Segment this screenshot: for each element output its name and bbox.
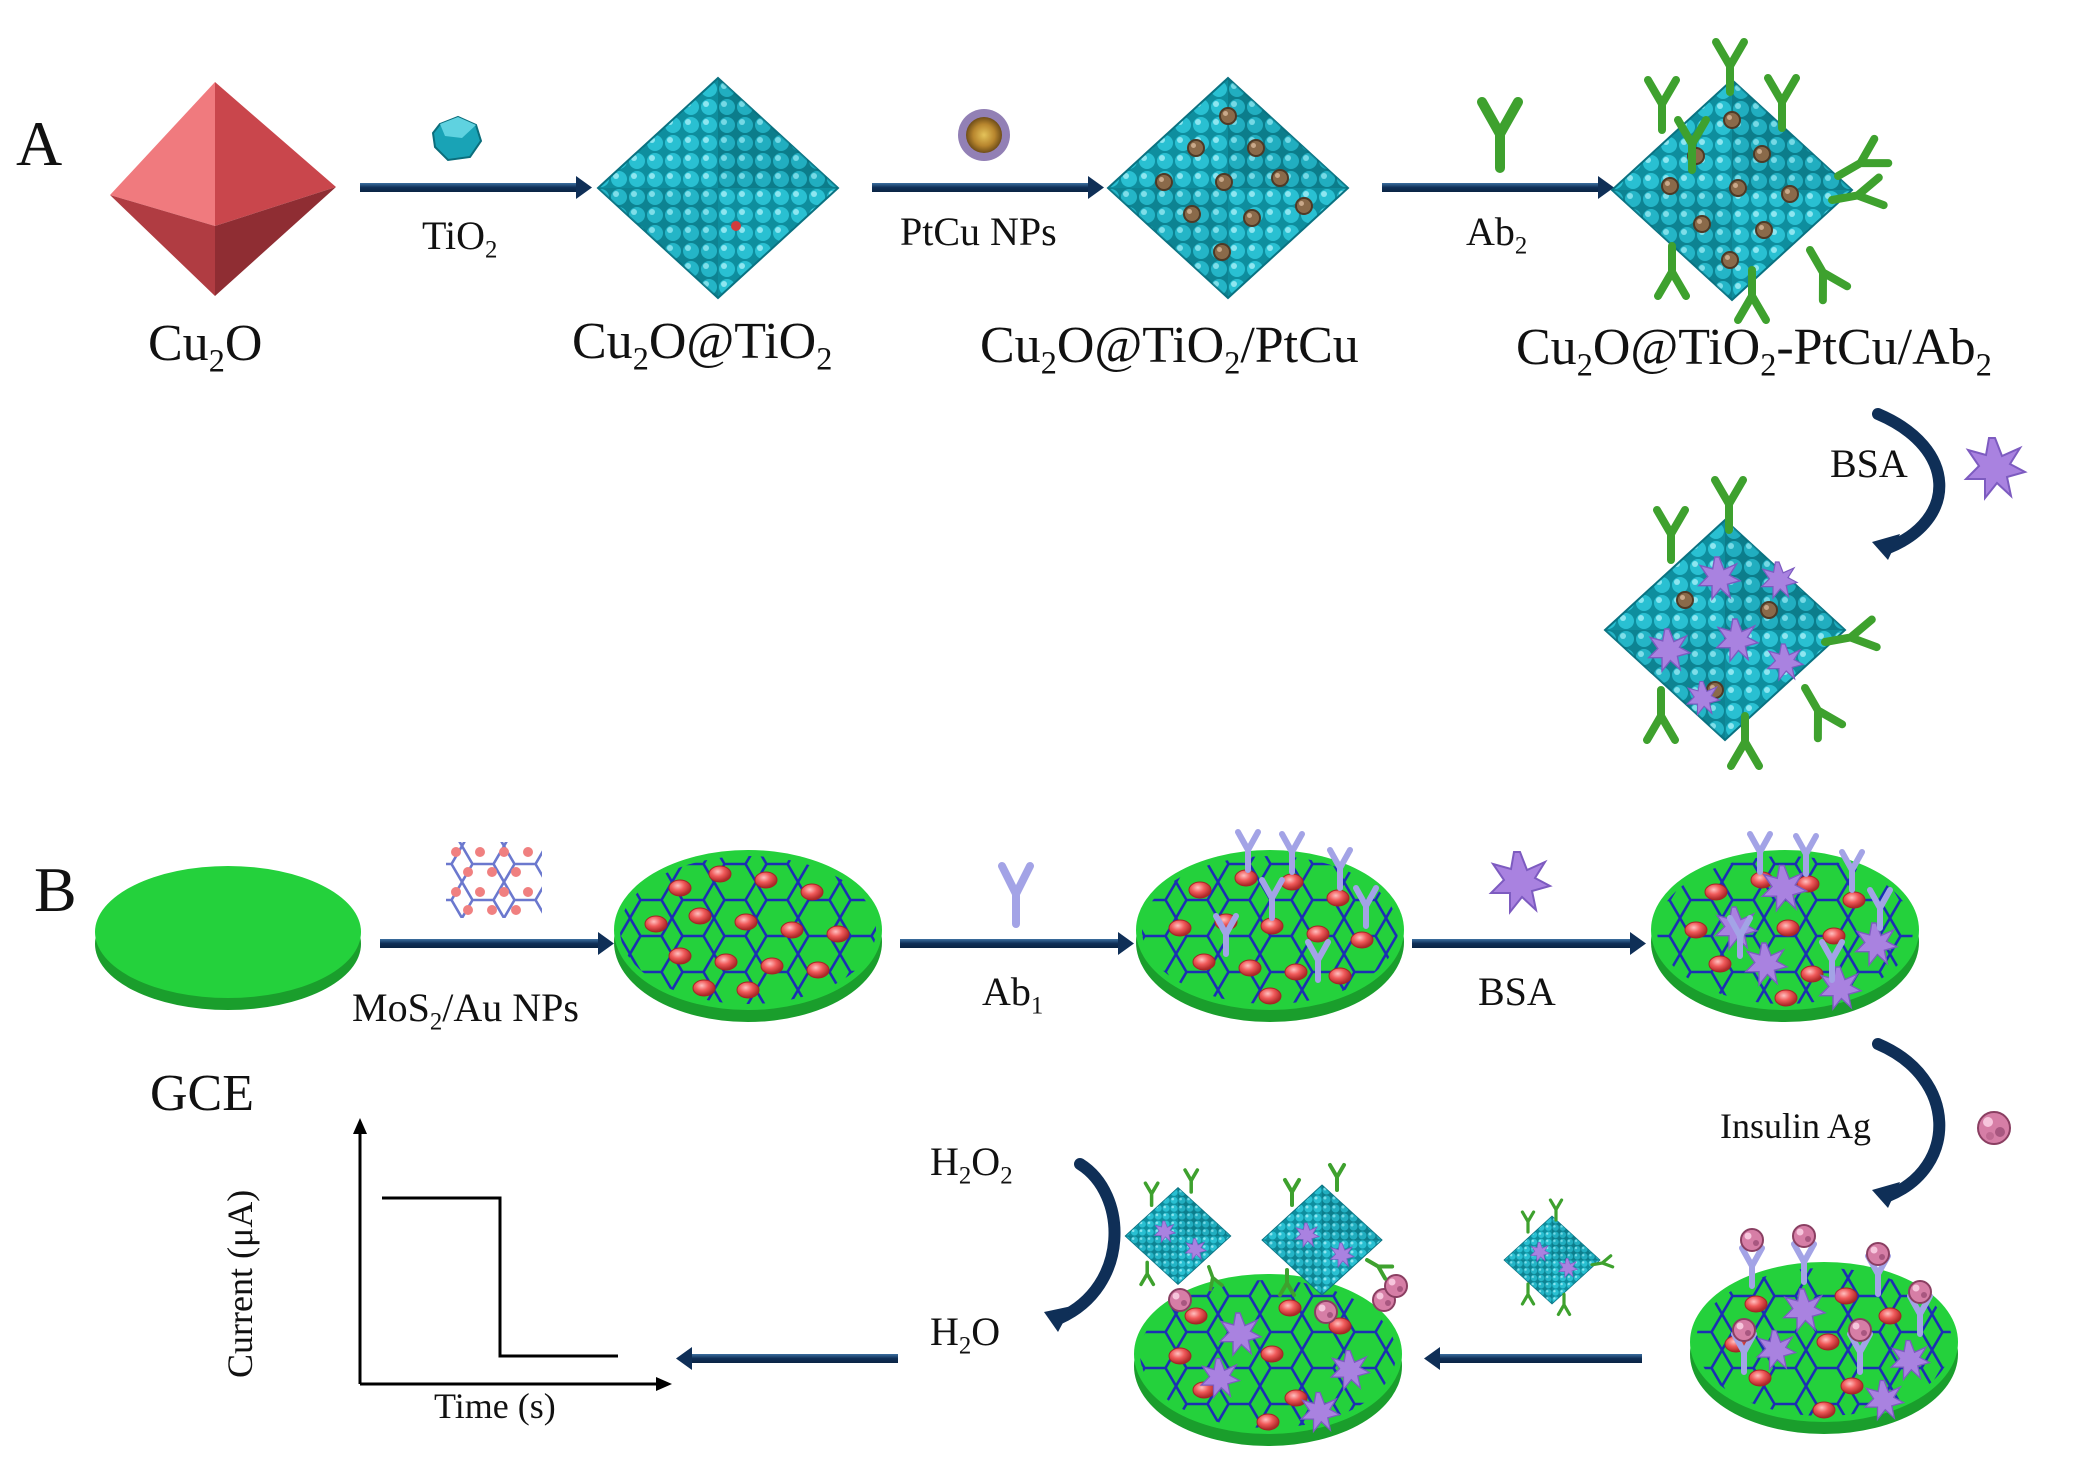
sandwich-immunosensor-icon — [1124, 1163, 1408, 1446]
label-h2o2: H2O2 — [930, 1139, 1013, 1190]
antibody-ab1-icon — [998, 862, 1034, 928]
arrow-ab1 — [900, 932, 1134, 955]
blocked-conjugate-icon — [1604, 480, 1877, 766]
label-step-bsa-b: BSA — [1478, 969, 1556, 1014]
label-cu2o: Cu2O — [148, 315, 263, 379]
label-step-ab2: Ab2 — [1466, 209, 1528, 260]
label-step-ab1: Ab1 — [982, 969, 1044, 1020]
label-step-mos2: MoS2/Au NPs — [352, 985, 579, 1036]
arrow-mos2 — [380, 932, 614, 955]
cu2o-tio2-octahedron-icon — [597, 77, 839, 299]
electrode-bsa-blocked-icon — [1651, 834, 1919, 1022]
mos2-sheet-icon — [446, 842, 542, 918]
arrow-ab2 — [1382, 176, 1614, 199]
bsa-star-b-icon — [1490, 851, 1551, 913]
label-step-insulin: Insulin Ag — [1720, 1106, 1872, 1146]
label-cu2o-tio2-ptcu: Cu2O@TiO2/PtCu — [980, 317, 1359, 381]
current-time-plot-icon — [353, 1118, 672, 1391]
panel-label-a: A — [16, 108, 63, 179]
plot-ylabel: Current (μA) — [220, 1189, 260, 1378]
ptcu-nanoparticle-icon — [958, 109, 1010, 161]
electrode-antigen-bound-icon — [1690, 1224, 1958, 1434]
arrow-ptcu — [872, 176, 1104, 199]
electrode-ab1-icon — [1136, 832, 1404, 1022]
bsa-star-icon — [1965, 437, 2026, 499]
label-conjugate: Cu2O@TiO2-PtCu/Ab2 — [1516, 319, 1992, 383]
plot-xlabel: Time (s) — [434, 1386, 556, 1426]
label-step-ptcu: PtCu NPs — [900, 209, 1057, 254]
label-h2o: H2O — [930, 1309, 1001, 1360]
panel-label-b: B — [34, 854, 77, 925]
arrow-signal — [676, 1347, 898, 1370]
modified-electrode-mos2-au-icon — [614, 850, 882, 1022]
insulin-antigen-icon — [1977, 1111, 2011, 1145]
label-cu2o-tio2: Cu2O@TiO2 — [572, 313, 833, 377]
cu2o-octahedron-icon — [110, 82, 336, 296]
label-step-bsa-a: BSA — [1830, 441, 1908, 486]
label-step-tio2: TiO2 — [422, 213, 498, 264]
arrow-insulin — [1872, 1038, 1946, 1208]
arrow-tio2 — [360, 176, 592, 199]
arrow-bsa-a — [1872, 408, 1946, 560]
tio2-particle-icon — [431, 115, 483, 162]
cu2o-tio2-ptcu-octahedron-icon — [1107, 77, 1349, 299]
label-gce: GCE — [150, 1065, 254, 1122]
probe-conjugate-icon — [1503, 1198, 1615, 1317]
catalysis-curved-arrow — [1044, 1158, 1121, 1332]
antibody-ab2-icon — [1477, 97, 1523, 173]
arrow-bsa-b — [1412, 932, 1646, 955]
gce-electrode-disk-icon — [95, 866, 361, 1010]
cu2o-tio2-ptcu-ab2-conjugate-icon — [1611, 42, 1888, 320]
arrow-probe-left — [1424, 1347, 1642, 1370]
